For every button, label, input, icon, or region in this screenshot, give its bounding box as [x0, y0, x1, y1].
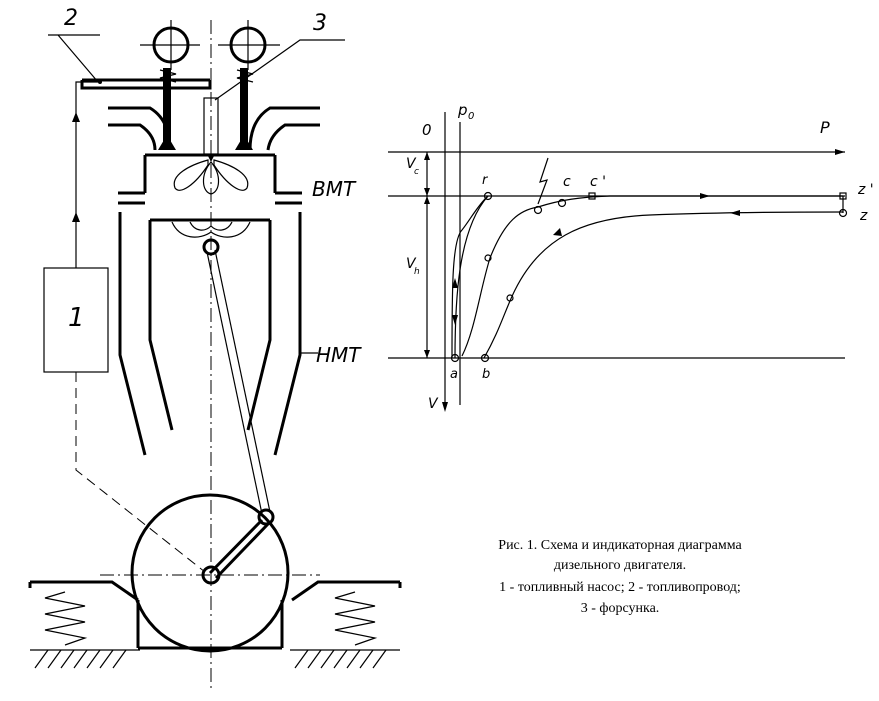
label-c-prime: c ' — [590, 174, 606, 190]
support-spring-left — [44, 591, 88, 646]
label-b: b — [482, 367, 490, 382]
point-z-prime — [839, 192, 847, 200]
tdc-label: ВМТ — [312, 177, 357, 201]
caption-line-3: 1 - топливный насос; 2 - топливопровод; — [499, 580, 741, 595]
ground-hatching-right — [290, 649, 400, 669]
exhaust-curve — [451, 195, 489, 359]
point-a — [450, 353, 460, 363]
caption-line-1: Рис. 1. Схема и индикаторная диаграмма — [498, 538, 742, 553]
callout-3-leader — [214, 39, 345, 101]
point-c — [533, 205, 543, 215]
label-z-prime: z ' — [857, 182, 874, 198]
label-vh: V — [406, 256, 417, 272]
intake-valve — [140, 20, 200, 150]
support-spring-right — [334, 591, 378, 646]
crankcase-housing — [118, 212, 302, 650]
label-p0-sub: 0 — [468, 111, 474, 122]
point-z — [838, 208, 848, 218]
indicator-diagram: 0 p 0 P V c V h V r c c ' z ' z a b — [388, 101, 874, 412]
label-r: r — [482, 173, 489, 188]
injection-spark-icon — [537, 157, 549, 205]
label-v: V — [428, 396, 439, 412]
label-z: z — [859, 208, 868, 224]
combustion-curve — [461, 195, 843, 357]
point-r — [483, 191, 493, 201]
engine-schematic: 2 3 1 ВМТ НМТ — [28, 6, 402, 690]
callout-2-leader — [48, 34, 100, 83]
crank-arm — [201, 518, 270, 585]
label-vc-sub: c — [414, 167, 419, 177]
bdc-label: НМТ — [316, 343, 362, 367]
caption-line-2: дизельного двигателя. — [554, 558, 686, 573]
mounting-feet — [28, 580, 402, 602]
cylinder-head — [80, 78, 320, 205]
point-b — [480, 353, 490, 363]
callout-1-label: 1 — [68, 303, 85, 333]
label-p: P — [820, 118, 830, 137]
point-c2 — [557, 198, 567, 208]
label-c: c — [563, 174, 571, 190]
callout-2-label: 2 — [64, 6, 78, 31]
callout-3-label: 3 — [313, 11, 327, 36]
point-c-prime — [588, 192, 596, 200]
crank-case-circle — [130, 493, 290, 653]
ground-hatching-left — [30, 649, 140, 669]
label-vc: V — [406, 156, 417, 172]
expansion-curve — [483, 211, 844, 359]
connecting-rod — [202, 238, 275, 526]
label-o: 0 — [422, 121, 432, 139]
figure-caption: Рис. 1. Схема и индикаторная диаграмма д… — [498, 538, 742, 616]
label-vh-sub: h — [414, 267, 420, 277]
label-p0: p — [457, 101, 468, 119]
caption-line-4: 3 - форсунка. — [581, 601, 660, 616]
pump-drive-dashed-line — [75, 372, 206, 573]
fuel-line — [72, 80, 102, 268]
exhaust-valve — [218, 20, 280, 150]
compression-curve — [454, 195, 489, 359]
label-a: a — [450, 367, 458, 382]
